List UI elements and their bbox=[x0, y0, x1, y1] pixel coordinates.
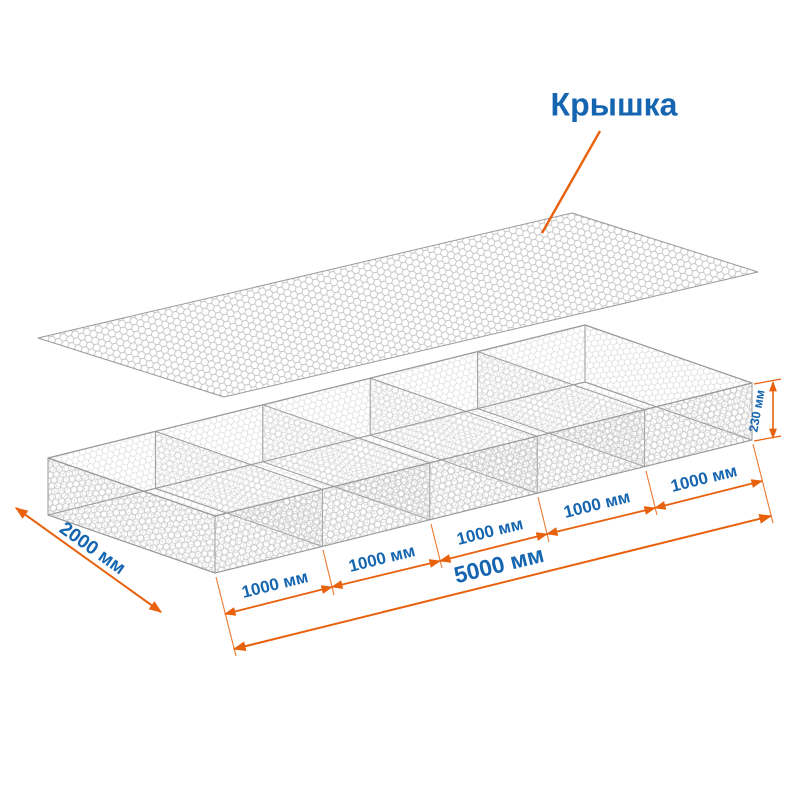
gabion-lid-mesh bbox=[37, 212, 759, 398]
dimension-lines bbox=[14, 130, 782, 657]
total-dimension-line bbox=[232, 514, 773, 651]
height-extension-top bbox=[753, 378, 782, 385]
box-top-rim bbox=[47, 324, 753, 517]
cell-dimension-line-5 bbox=[653, 479, 764, 510]
extension-line-5 bbox=[752, 443, 774, 524]
lid-leader-line bbox=[540, 130, 602, 234]
width-dimension-line bbox=[14, 507, 163, 613]
lid-panel bbox=[37, 212, 759, 398]
lid-label: Крышка bbox=[550, 86, 678, 123]
extension-line-0 bbox=[215, 576, 237, 657]
height-extension-bottom bbox=[753, 435, 782, 442]
